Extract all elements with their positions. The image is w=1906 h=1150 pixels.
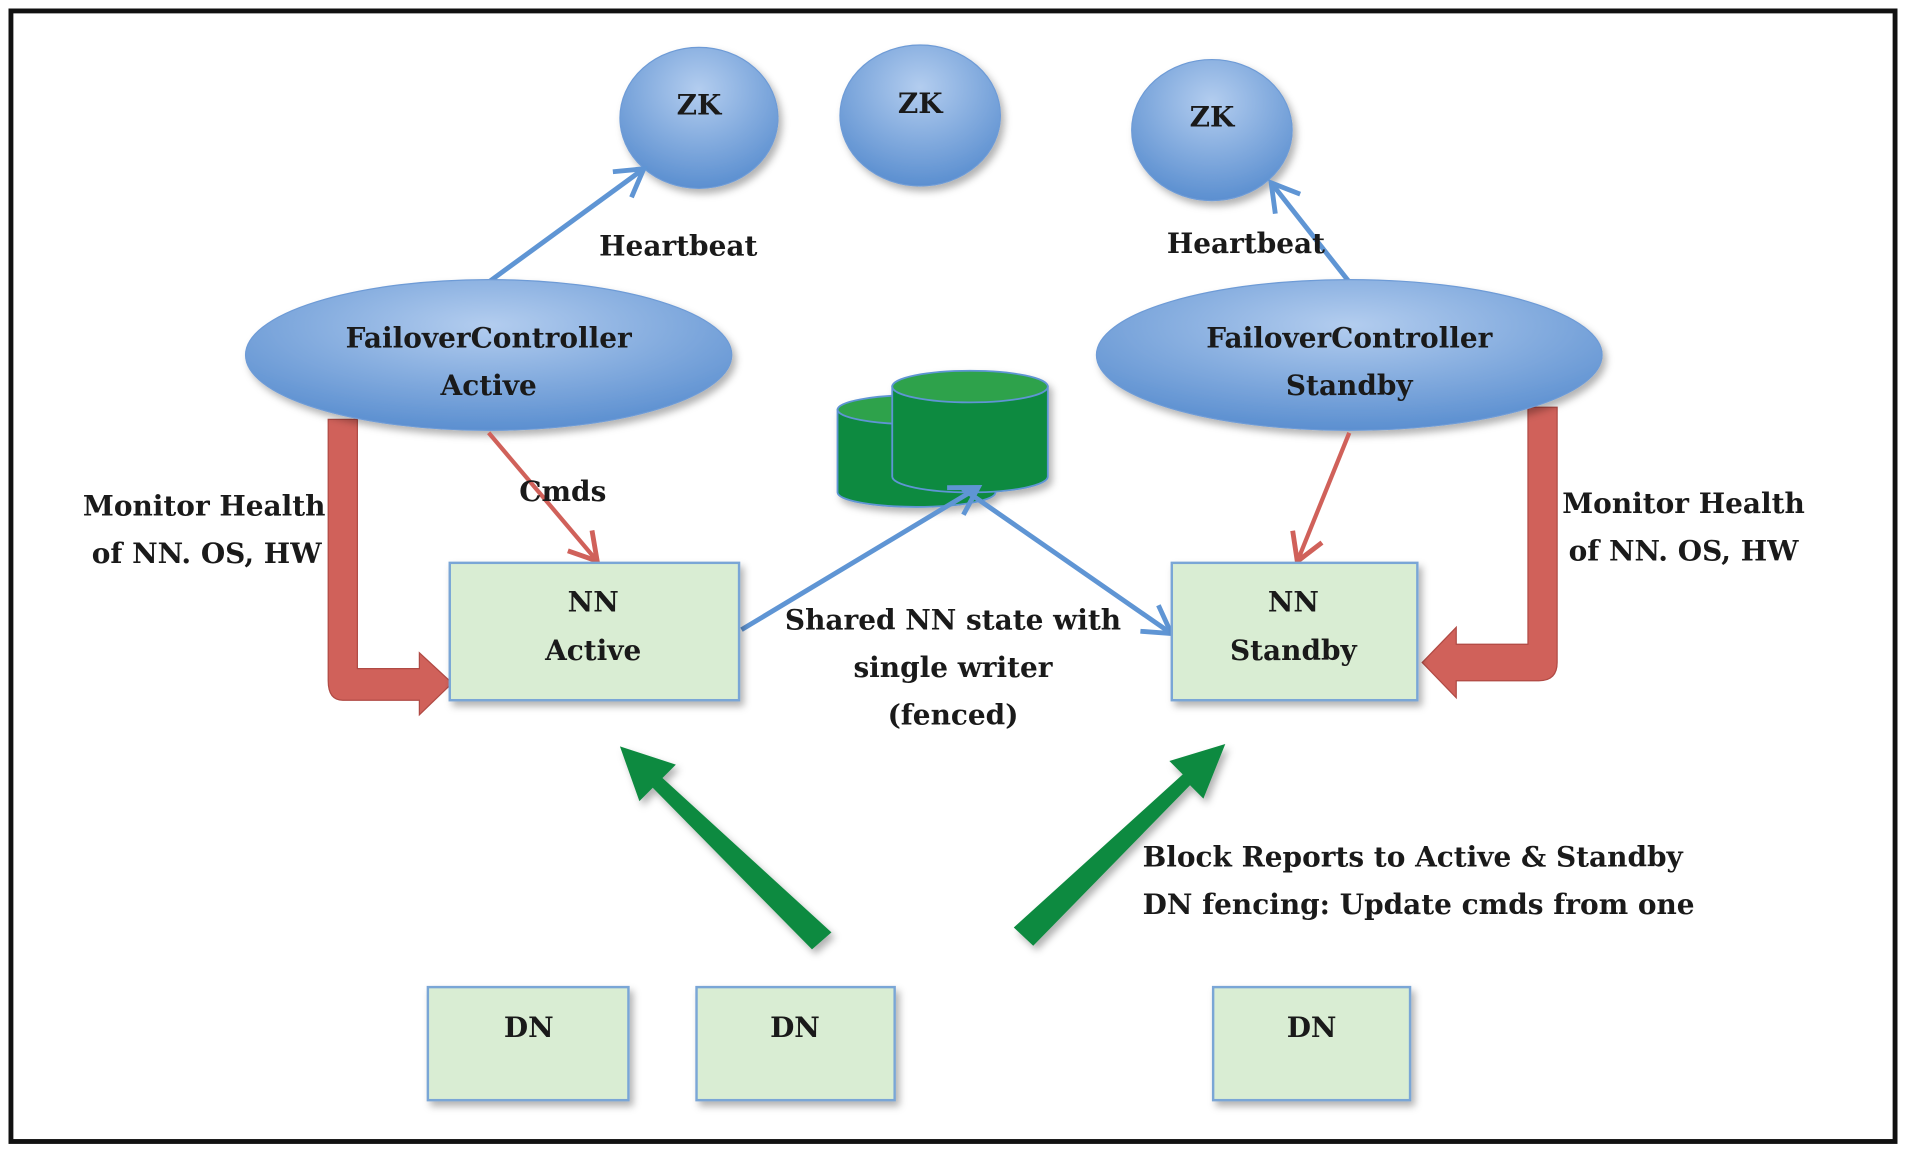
- shared-state-line2: single writer: [853, 651, 1052, 684]
- zk-label-3: ZK: [1190, 100, 1236, 133]
- cmds-label: Cmds: [519, 475, 606, 508]
- heartbeat-label-left: Heartbeat: [599, 229, 757, 262]
- monitor-arrow-left: [327, 418, 454, 717]
- zk-label-2: ZK: [898, 87, 944, 120]
- monitor-arrow-right: [1421, 406, 1558, 700]
- block-report-arrow-standby: [1013, 743, 1226, 946]
- dn-box-2: [695, 985, 896, 1102]
- fc-active-line1: FailoverController: [346, 322, 632, 355]
- shared-state-line-standby: [961, 486, 1176, 637]
- shared-storage-icon: [836, 369, 1049, 508]
- shared-state-line1: Shared NN state with: [785, 604, 1121, 637]
- heartbeat-arrow-right: [1268, 179, 1352, 284]
- shared-state-line3: (fenced): [888, 699, 1019, 732]
- cmds-arrow-standby: [1290, 431, 1352, 566]
- fc-active-line2: Active: [440, 369, 537, 402]
- monitor-left-line2: of NN. OS, HW: [92, 537, 322, 570]
- fc-standby-line2: Standby: [1286, 369, 1414, 402]
- zk-label-1: ZK: [677, 88, 723, 121]
- zk-node-1: [619, 46, 779, 190]
- cmds-arrow-active: [487, 431, 601, 565]
- monitor-right-line1: Monitor Health: [1562, 487, 1805, 520]
- shared-state-line-active: [740, 484, 983, 632]
- monitor-left-line1: Monitor Health: [83, 489, 326, 522]
- failover-controller-active: [244, 278, 733, 431]
- nn-standby-box: [1170, 561, 1419, 702]
- nn-standby-line2: Standby: [1230, 634, 1358, 667]
- heartbeat-arrow-left: [487, 165, 648, 284]
- dn-label-3: DN: [1287, 1011, 1337, 1044]
- dn-label-1: DN: [504, 1011, 554, 1044]
- fc-standby-line1: FailoverController: [1206, 322, 1492, 355]
- zk-node-2: [839, 44, 1002, 187]
- nn-active-line2: Active: [544, 634, 641, 667]
- dn-box-3: [1211, 985, 1412, 1102]
- nn-standby-line1: NN: [1268, 585, 1319, 618]
- failover-controller-standby: [1095, 278, 1603, 431]
- zk-node-3: [1131, 58, 1293, 202]
- dn-label-2: DN: [770, 1011, 820, 1044]
- monitor-right-line2: of NN. OS, HW: [1569, 534, 1799, 567]
- nn-active-line1: NN: [568, 585, 619, 618]
- heartbeat-label-right: Heartbeat: [1167, 227, 1325, 260]
- outer-frame: [8, 8, 1898, 1144]
- block-reports-line2: DN fencing: Update cmds from one: [1143, 888, 1695, 921]
- dn-box-1: [426, 985, 630, 1102]
- block-report-arrow-active: [619, 746, 832, 950]
- nn-active-box: [448, 561, 741, 702]
- block-reports-line1: Block Reports to Active & Standby: [1143, 841, 1684, 874]
